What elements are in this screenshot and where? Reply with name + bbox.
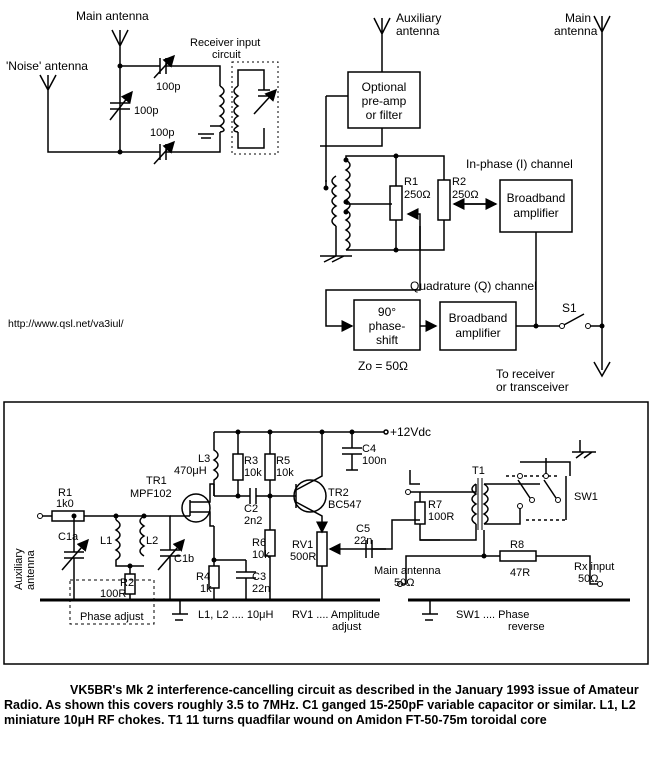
l3-value: 470μH [174, 465, 207, 477]
rv1-label: RV1 [292, 539, 313, 551]
noise-antenna-label: 'Noise' antenna [6, 59, 88, 73]
rv1-value: 500R [290, 551, 316, 563]
sw1-note-1: SW1 .... Phase [456, 609, 529, 621]
c3-label: C3 [252, 571, 266, 583]
r3-value: 10k [244, 467, 262, 479]
tr2-label: TR2 [328, 487, 349, 499]
phase-shift-line-3: shift [376, 333, 399, 347]
optional-box [347, 71, 421, 129]
r4-label: R4 [196, 571, 210, 583]
r2-label: R2 [452, 176, 466, 188]
main-antenna-left-label: Main antenna [76, 9, 149, 23]
c2-value: 2n2 [244, 515, 262, 527]
caption-text: VK5BR's Mk 2 interference-cancelling cir… [4, 683, 639, 727]
to-receiver-line-2: or transceiver [496, 380, 569, 394]
top-right-block-diagram [320, 15, 611, 378]
aux-antenna-side-1: Auxiliary [13, 548, 25, 590]
r8-label: R8 [510, 539, 524, 551]
zo-label: Zo = 50Ω [358, 359, 408, 373]
rx-input-1: Rx input [574, 561, 614, 573]
cap-middle-label: 100p [134, 105, 158, 117]
sw1-note-2: reverse [508, 621, 545, 633]
in-phase-label: In-phase (I) channel [466, 157, 573, 171]
r4-value: 1k [200, 583, 212, 595]
r1-label: R1 [404, 176, 418, 188]
r8-value: 47R [510, 567, 530, 579]
main-antenna-right-icon [593, 15, 611, 370]
cap-top-label: 100p [156, 81, 180, 93]
rx-input-2: 50Ω [578, 573, 598, 585]
optional-box-line-2: pre-amp [362, 94, 407, 108]
r1-value: 250Ω [404, 189, 431, 201]
receiver-input-label-2: circuit [212, 49, 241, 61]
amp1-line-1: Broadband [507, 191, 566, 205]
r5-label: R5 [276, 455, 290, 467]
c4-label: C4 [362, 443, 376, 455]
r5-value: 10k [276, 467, 294, 479]
c5-label: C5 [356, 523, 370, 535]
aux-antenna-icon [373, 17, 391, 72]
top-left-circuit [39, 29, 279, 165]
amp1-line-2: amplifier [513, 206, 558, 220]
main-antenna-bottom-1: Main antenna [374, 565, 442, 577]
aux-antenna-side-2: antenna [25, 549, 37, 590]
r6-label: R6 [252, 537, 266, 549]
amp2-line-2: amplifier [455, 326, 500, 340]
c1b-label: C1b [174, 553, 194, 565]
optional-box-line-1: Optional [362, 80, 407, 94]
r1-bottom-label: R1 [58, 487, 72, 499]
c4-value: 100n [362, 455, 386, 467]
phase-shift-line-1: 90° [378, 305, 396, 319]
r6-value: 10k [252, 549, 270, 561]
c2-label: C2 [244, 503, 258, 515]
bottom-schematic-frame [3, 401, 649, 665]
tr1-label: TR1 [146, 475, 167, 487]
t1-label: T1 [472, 465, 485, 477]
tr2-type: BC547 [328, 499, 362, 511]
aux-antenna-label-2: antenna [396, 24, 440, 38]
amp2-line-1: Broadband [449, 311, 508, 325]
l3-label: L3 [198, 453, 210, 465]
aux-antenna-label-1: Auxiliary [396, 11, 441, 25]
optional-box-line-3: or filter [366, 108, 403, 122]
r2-bottom-value: 100R [100, 588, 126, 600]
main-antenna-right-label-2: antenna [554, 24, 598, 38]
phase-shift-box [353, 299, 421, 351]
l1-label: L1 [100, 535, 112, 547]
source-url: http://www.qsl.net/va3iul/ [8, 318, 124, 330]
phase-shift-line-2: phase- [369, 319, 406, 333]
supply-label: +12Vdc [390, 425, 431, 439]
s1-label: S1 [562, 301, 577, 315]
main-antenna-bottom-2: 50Ω [394, 577, 414, 589]
l-note: L1, L2 .... 10μH [198, 609, 273, 621]
to-receiver-line-1: To receiver [496, 367, 555, 381]
main-antenna-left-icon [111, 29, 129, 66]
noise-antenna-icon [39, 74, 57, 100]
r1-bottom-value: 1k0 [56, 498, 74, 510]
r7-label: R7 [428, 499, 442, 511]
rv1-note-2: adjust [332, 621, 361, 633]
phase-adjust-label: Phase adjust [80, 611, 144, 623]
r3-label: R3 [244, 455, 258, 467]
r7-value: 100R [428, 511, 454, 523]
c3-value: 22n [252, 583, 270, 595]
figure-caption: VK5BR's Mk 2 interference-cancelling cir… [4, 683, 649, 728]
tr1-type: MPF102 [130, 488, 172, 500]
l2-label: L2 [146, 535, 158, 547]
cap-bottom-label: 100p [150, 127, 174, 139]
main-antenna-right-label-1: Main [565, 11, 591, 25]
quadrature-label: Quadrature (Q) channel [410, 279, 537, 293]
r2-bottom-label: R2 [120, 577, 134, 589]
r2-value: 250Ω [452, 189, 479, 201]
bottom-schematic [40, 429, 630, 625]
rv1-note-1: RV1 .... Amplitude [292, 609, 380, 621]
receiver-input-label-1: Receiver input [190, 37, 260, 49]
c5-value: 22n [354, 535, 372, 547]
c1a-label: C1a [58, 531, 79, 543]
sw1-label: SW1 [574, 491, 598, 503]
